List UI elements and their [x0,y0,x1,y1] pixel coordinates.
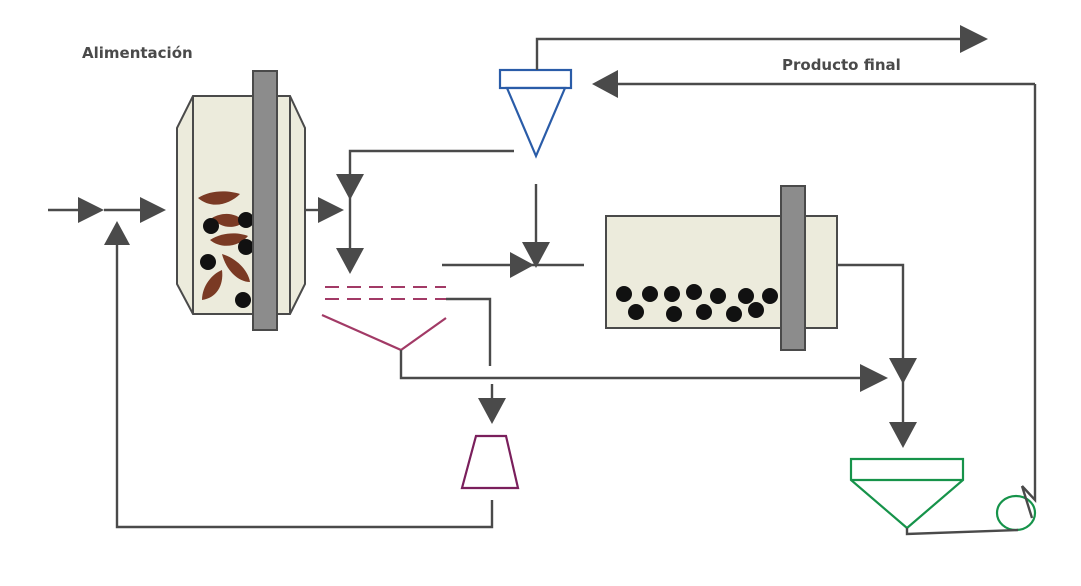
primary-drum-mill [176,70,306,331]
drum-shaft [252,70,278,331]
final-product-label: Producto final [782,56,901,74]
feed-line [48,197,166,223]
cyclone-overflow-line [535,25,988,70]
to-hopper-line [478,384,506,424]
final-product-line [592,70,1035,98]
hopper [460,434,520,490]
settler-tank [849,457,965,530]
secondary-mill-discharge [837,263,917,448]
feed-to-secondary-mill [442,252,584,278]
secondary-drum-shaft [780,185,806,351]
screen-undersize-line [399,350,888,392]
organic-particles [198,191,250,300]
hydrocyclone [498,68,573,159]
settler-to-pump-line [905,84,1037,536]
cyclone-to-mill-line [522,184,550,268]
recycle-arrow [104,221,130,245]
feed-label: Alimentación [82,44,193,62]
secondary-grinding-balls [616,284,778,322]
screen [321,286,447,352]
mill-discharge-line [305,197,344,223]
recycle-line [104,221,494,529]
screen-oversize-line [446,297,492,366]
secondary-drum-mill [605,185,838,351]
grinding-balls [200,212,254,308]
cyclone-underflow-line [336,149,514,274]
